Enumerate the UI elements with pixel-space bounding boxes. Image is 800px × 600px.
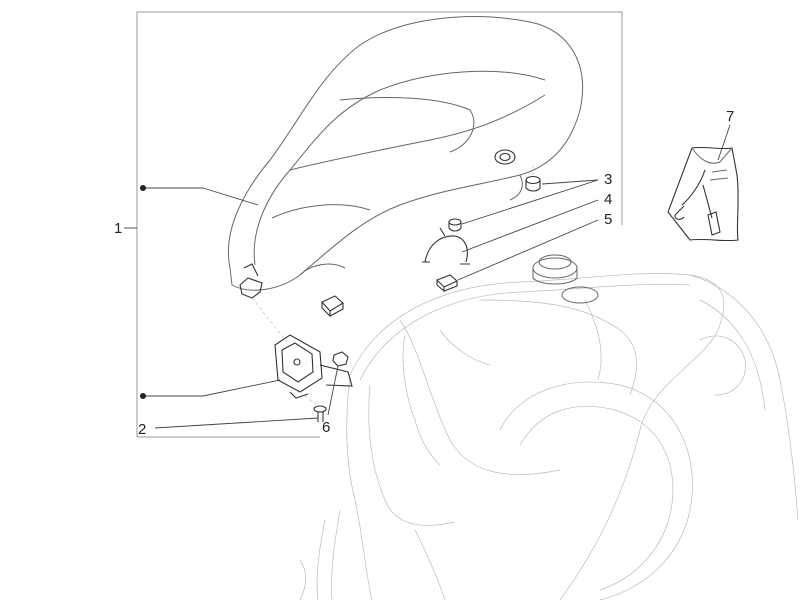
nut [332,351,349,367]
wire-clip [422,227,470,265]
rubber-buffer [448,175,541,232]
seat [227,16,584,299]
tool-kit [667,146,739,242]
seat-hinge-bracket [274,334,353,399]
callout-1: 1 [114,220,122,237]
scooter-body [299,273,799,600]
callout-7: 7 [726,108,734,125]
bullet-1b [140,393,146,399]
assembly-frame [136,11,623,438]
callout-2: 2 [138,421,146,438]
fuel-cap [532,254,599,304]
bullet-1a [140,185,146,191]
callout-5: 5 [604,211,612,228]
leader-lines [143,124,731,429]
callout-6: 6 [322,419,330,436]
screw [313,405,327,422]
callout-bullets [140,185,146,399]
spacer-pad [321,274,459,318]
callout-3: 3 [604,171,612,188]
alignment-lines [251,166,534,407]
callout-4: 4 [604,191,612,208]
